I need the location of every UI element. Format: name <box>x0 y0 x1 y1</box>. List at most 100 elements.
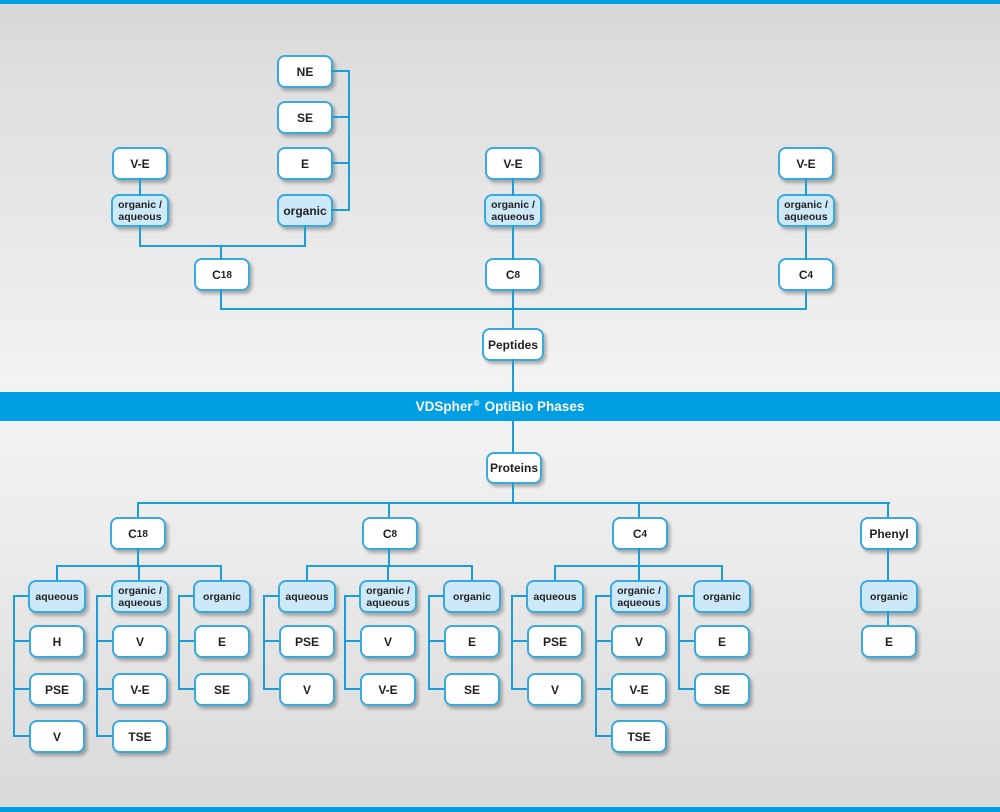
node-c4-orgaq-tse: TSE <box>611 720 667 753</box>
node-label: V-E <box>130 682 150 697</box>
connector-line <box>595 688 611 690</box>
node-label: SE <box>713 682 730 697</box>
node-proteins-root: Proteins <box>486 452 542 484</box>
node-label: V <box>135 634 144 649</box>
node-peptides-e: E <box>277 147 333 180</box>
node-label-sub: 18 <box>220 269 232 281</box>
node-label: organic <box>703 590 741 603</box>
connector-line <box>263 595 265 689</box>
connector-line <box>511 640 527 642</box>
connector-line <box>805 225 807 260</box>
connector-line <box>13 595 29 597</box>
node-label: E <box>217 634 226 649</box>
node-label: C <box>382 526 392 541</box>
node-label: E <box>884 634 893 649</box>
node-c8-aqueous-pse: PSE <box>279 625 335 658</box>
node-label: E <box>300 156 309 171</box>
node-label: V <box>383 634 392 649</box>
connector-line <box>178 595 194 597</box>
connector-line <box>344 595 346 689</box>
registered-trademark-icon: ® <box>473 398 480 408</box>
node-peptides-se: SE <box>277 101 333 134</box>
node-label: SE <box>296 110 313 125</box>
connector-line <box>220 565 222 580</box>
node-peptides-ve-mid: V-E <box>485 147 541 180</box>
connector-line <box>471 565 473 580</box>
node-label: C <box>212 267 221 282</box>
connector-line <box>263 640 279 642</box>
node-c18-orgaq-tse: TSE <box>112 720 168 753</box>
node-label: PSE <box>294 634 319 649</box>
connector-line <box>512 420 514 453</box>
node-c8-aqueous: aqueous <box>278 580 336 613</box>
top-accent-bar <box>0 0 1000 4</box>
node-label: TSE <box>128 729 152 744</box>
node-peptides-ve-right: V-E <box>778 147 834 180</box>
connector-line <box>595 640 611 642</box>
title-banner: VDSpher®OptiBio Phases <box>0 392 1000 421</box>
connector-line <box>428 640 444 642</box>
connector-line <box>304 225 306 247</box>
node-peptides-ne: NE <box>277 55 333 88</box>
node-c4-organic: organic <box>693 580 751 613</box>
connector-line <box>721 565 723 580</box>
node-peptides-organic-mode: organic <box>277 194 333 227</box>
connector-line <box>139 225 141 247</box>
node-label: organic <box>203 590 241 603</box>
connector-line <box>428 595 430 689</box>
node-c18-aqueous-pse: PSE <box>29 673 85 706</box>
connector-line <box>220 245 222 260</box>
connector-line <box>344 595 360 597</box>
node-label: V <box>634 634 643 649</box>
connector-line <box>638 548 640 566</box>
node-c18-organic-aqueous: organic / aqueous <box>111 580 169 613</box>
node-label-sub: 4 <box>807 269 814 281</box>
node-peptides-organic-aqueous-mid: organic / aqueous <box>484 194 542 227</box>
node-label: C <box>798 267 808 282</box>
connector-line <box>137 548 139 566</box>
connector-line <box>348 70 350 211</box>
node-label: V-E <box>130 156 150 171</box>
connector-line <box>344 688 360 690</box>
node-c8-organic-se: SE <box>444 673 500 706</box>
node-label: C <box>128 526 137 541</box>
node-label: organic / aqueous <box>118 584 162 609</box>
node-label: organic / aqueous <box>118 198 162 223</box>
node-label: organic / aqueous <box>366 584 410 609</box>
node-label: Phenyl <box>869 526 909 541</box>
node-phenyl-organic: organic <box>860 580 918 613</box>
connector-line <box>13 688 29 690</box>
connector-line <box>139 178 141 196</box>
connector-line <box>805 178 807 196</box>
connector-line <box>887 611 889 627</box>
connector-line <box>511 595 527 597</box>
connector-line <box>96 595 98 737</box>
connector-line <box>139 245 306 247</box>
connector-line <box>96 640 112 642</box>
node-c18-orgaq-ve: V-E <box>112 673 168 706</box>
node-label: NE <box>296 64 314 79</box>
node-label-sub: 4 <box>641 528 648 540</box>
connector-line <box>638 502 640 518</box>
connector-line <box>387 565 389 580</box>
connector-line <box>595 595 597 737</box>
connector-line <box>96 688 112 690</box>
node-label: V <box>52 729 61 744</box>
node-label: C <box>632 526 642 541</box>
connector-line <box>595 735 611 737</box>
connector-line <box>554 565 556 580</box>
node-label: PSE <box>44 682 69 697</box>
connector-line <box>263 688 279 690</box>
connector-line <box>331 116 350 118</box>
connector-line <box>512 178 514 196</box>
node-c8-orgaq-v: V <box>360 625 416 658</box>
node-c4-orgaq-ve: V-E <box>611 673 667 706</box>
connector-line <box>887 502 889 518</box>
node-peptides-organic-aqueous-right: organic / aqueous <box>777 194 835 227</box>
node-phenyl-organic-e: E <box>861 625 917 658</box>
connector-line <box>178 640 194 642</box>
